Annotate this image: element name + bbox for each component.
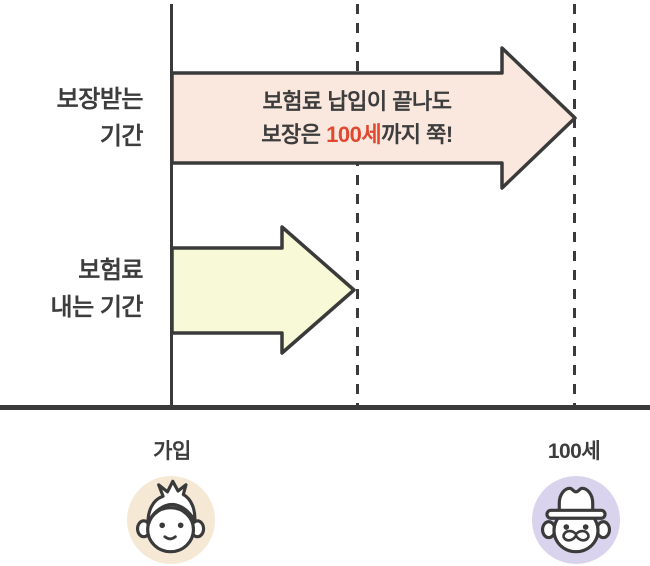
y-axis-line xyxy=(170,4,173,406)
label-coverage-line1: 보장받는 xyxy=(56,86,144,113)
old-man-avatar xyxy=(532,476,620,564)
label-premium-line2: 내는 기간 xyxy=(50,294,144,321)
highlight-100-age: 100세 xyxy=(326,122,382,147)
x-label-enrollment: 가입 xyxy=(153,440,191,463)
x-axis-line xyxy=(0,405,650,410)
dashed-line-age-100 xyxy=(573,4,576,405)
label-premium-line1: 보험료 xyxy=(78,257,143,284)
label-coverage-period: 보장받는 기간 xyxy=(13,81,144,155)
young-person-avatar xyxy=(127,476,215,564)
coverage-text-suffix: 까지 쭉! xyxy=(381,122,453,147)
coverage-text-prefix: 보장은 xyxy=(261,122,327,147)
coverage-arrow-text: 보험료 납입이 끝나도 보장은 100세까지 쭉! xyxy=(182,84,532,152)
coverage-arrow-text-line2: 보장은 100세까지 쭉! xyxy=(261,118,453,151)
label-coverage-line2: 기간 xyxy=(99,123,144,150)
old-man-hat-face-icon xyxy=(532,476,620,564)
premium-arrow xyxy=(170,225,356,355)
dashed-line-payment-end xyxy=(356,4,359,405)
coverage-arrow-text-line1: 보험료 납입이 끝나도 xyxy=(262,89,452,114)
x-label-age-100: 100세 xyxy=(547,440,601,463)
coverage-arrow xyxy=(170,46,577,190)
young-person-face-icon xyxy=(127,476,215,564)
label-premium-period: 보험료 내는 기간 xyxy=(13,252,144,326)
